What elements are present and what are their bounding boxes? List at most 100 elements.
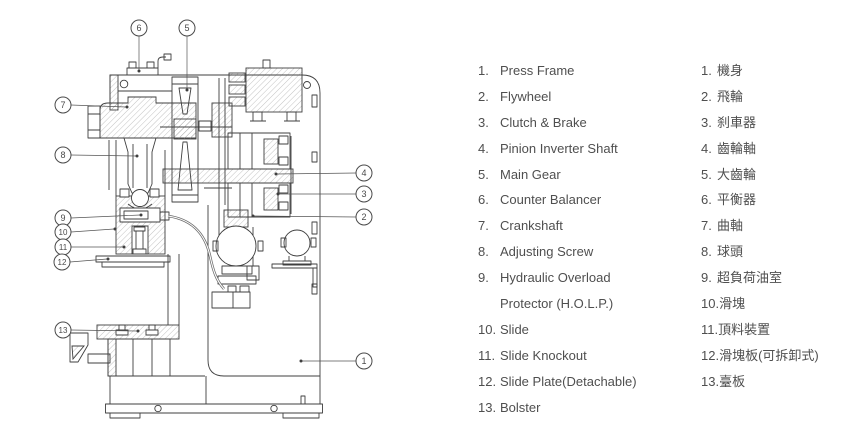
pinion-shaft bbox=[162, 168, 294, 184]
connecting-rod bbox=[123, 137, 157, 194]
clamp-wedge bbox=[71, 345, 85, 361]
callout-11: 11 bbox=[54, 238, 72, 256]
callout-4: 4 bbox=[355, 164, 373, 182]
callout-2: 2 bbox=[355, 208, 373, 226]
item-number: 4. bbox=[478, 140, 489, 156]
item-number: 10. bbox=[701, 296, 720, 312]
legend-item: 2.飛輪 bbox=[701, 84, 861, 110]
item-label: Hydraulic Overload bbox=[500, 270, 611, 286]
legend-item: 9.超負荷油室 bbox=[701, 265, 861, 291]
item-label: 臺板 bbox=[719, 373, 746, 389]
slide-plate bbox=[95, 255, 171, 268]
item-number: 1. bbox=[478, 63, 489, 78]
legend-item: 5.Main Gear bbox=[478, 162, 693, 188]
legend-item: 10.Slide bbox=[478, 317, 693, 343]
svg-text:6: 6 bbox=[136, 23, 141, 33]
item-label: Adjusting Screw bbox=[500, 244, 594, 260]
callouts: 1 2 3 4 5 6 7 8 9 10 11 12 13 bbox=[53, 19, 373, 370]
legend-chinese: 1.機身 2.飛輪 3.刹車器 4.齒輪軸 5.大齒輪 6.平衡器 7.曲軸 8… bbox=[701, 58, 861, 395]
legend-item: 10.滑塊 bbox=[701, 291, 861, 317]
item-number: 1. bbox=[701, 63, 712, 78]
callout-10: 10 bbox=[54, 223, 72, 241]
item-number: 13. bbox=[478, 399, 497, 415]
svg-text:1: 1 bbox=[361, 356, 366, 366]
item-label: 曲軸 bbox=[717, 218, 744, 234]
base-hole bbox=[270, 404, 278, 413]
item-number: 10. bbox=[478, 321, 497, 337]
svg-text:2: 2 bbox=[361, 212, 366, 222]
foot-right bbox=[282, 412, 320, 419]
holp-hose bbox=[167, 214, 225, 290]
leader-lines bbox=[69, 36, 357, 362]
item-number: 7. bbox=[478, 218, 489, 234]
item-label: Slide Knockout bbox=[500, 347, 587, 363]
item-number: 7. bbox=[701, 218, 712, 234]
legend-item: 12.Slide Plate(Detachable) bbox=[478, 369, 693, 395]
motor-details bbox=[250, 59, 300, 122]
item-label: 機身 bbox=[717, 63, 744, 78]
item-number: 3. bbox=[478, 114, 489, 130]
foot-left bbox=[109, 412, 141, 419]
linkage-block bbox=[198, 120, 212, 132]
item-label: Bolster bbox=[500, 399, 541, 415]
crown-hole bbox=[119, 79, 129, 89]
slide-gib bbox=[108, 140, 166, 196]
legend-item: 6.平衡器 bbox=[701, 187, 861, 213]
item-label: Counter Balancer bbox=[500, 192, 602, 208]
coupling-tooth bbox=[228, 84, 246, 95]
frame-outline bbox=[109, 74, 321, 404]
legend-english: 1. Press Frame 2. Flywheel 3.Clutch & Brak… bbox=[478, 58, 693, 420]
item-label: 齒輪軸 bbox=[717, 140, 757, 156]
base-hole bbox=[154, 404, 162, 413]
legend-item: 9. Hydraulic Overload bbox=[478, 265, 693, 291]
item-number: 3. bbox=[701, 114, 712, 130]
frame-inner-edge bbox=[108, 205, 320, 404]
legend-item: 4.齒輪軸 bbox=[701, 136, 861, 162]
item-label: 球頭 bbox=[717, 244, 744, 260]
item-label: 滑塊板(可拆卸式) bbox=[719, 347, 819, 363]
gear-hub bbox=[173, 118, 197, 140]
aux-cylinder bbox=[280, 229, 317, 266]
pump-unit bbox=[211, 285, 251, 309]
callout-5: 5 bbox=[178, 19, 196, 37]
legend-item: 12.滑塊板(可拆卸式) bbox=[701, 343, 861, 369]
item-number: 9. bbox=[478, 270, 489, 286]
legend-item: 6. Counter Balancer bbox=[478, 187, 693, 213]
item-label: Press Frame bbox=[500, 63, 575, 78]
item-number: 2. bbox=[478, 88, 489, 104]
legend-item: 8.球頭 bbox=[701, 239, 861, 265]
legend-item: 5.大齒輪 bbox=[701, 162, 861, 188]
legend-item: 3.Clutch & Brake bbox=[478, 110, 693, 136]
legend-item: 13.Bolster bbox=[478, 395, 693, 421]
legend-item: 7. Crankshaft bbox=[478, 213, 693, 239]
item-label: 超負荷油室 bbox=[717, 270, 783, 286]
item-number: 6. bbox=[478, 192, 489, 208]
coupling-tooth bbox=[228, 72, 246, 83]
item-label: Flywheel bbox=[500, 88, 552, 104]
knockout-pin bbox=[132, 226, 147, 255]
balancer-cylinder bbox=[212, 225, 264, 285]
anchor-pin bbox=[300, 395, 306, 405]
item-number: 11. bbox=[701, 321, 719, 337]
clutch-pack bbox=[263, 138, 279, 165]
item-number: 6. bbox=[701, 192, 712, 208]
item-number: 2. bbox=[701, 88, 712, 104]
svg-text:3: 3 bbox=[361, 189, 366, 199]
shelf-bracket bbox=[271, 263, 318, 288]
item-number bbox=[478, 291, 500, 317]
legend-item: 7. 曲軸 bbox=[701, 213, 861, 239]
item-label: Protector (H.O.L.P.) bbox=[500, 296, 614, 312]
legend-item: 11.Slide Knockout bbox=[478, 343, 693, 369]
item-label: Crankshaft bbox=[500, 218, 563, 234]
item-label: 頂料裝置 bbox=[718, 321, 771, 337]
item-number: 8. bbox=[478, 244, 489, 260]
legend-item: 1. Press Frame bbox=[478, 58, 693, 84]
svg-text:10: 10 bbox=[59, 228, 68, 237]
bearing-wall-section bbox=[211, 102, 233, 138]
bed bbox=[107, 338, 171, 377]
item-number: 11. bbox=[478, 347, 496, 363]
item-number: 5. bbox=[701, 166, 712, 182]
item-number: 12. bbox=[701, 347, 720, 363]
item-label: Pinion Inverter Shaft bbox=[500, 140, 618, 156]
